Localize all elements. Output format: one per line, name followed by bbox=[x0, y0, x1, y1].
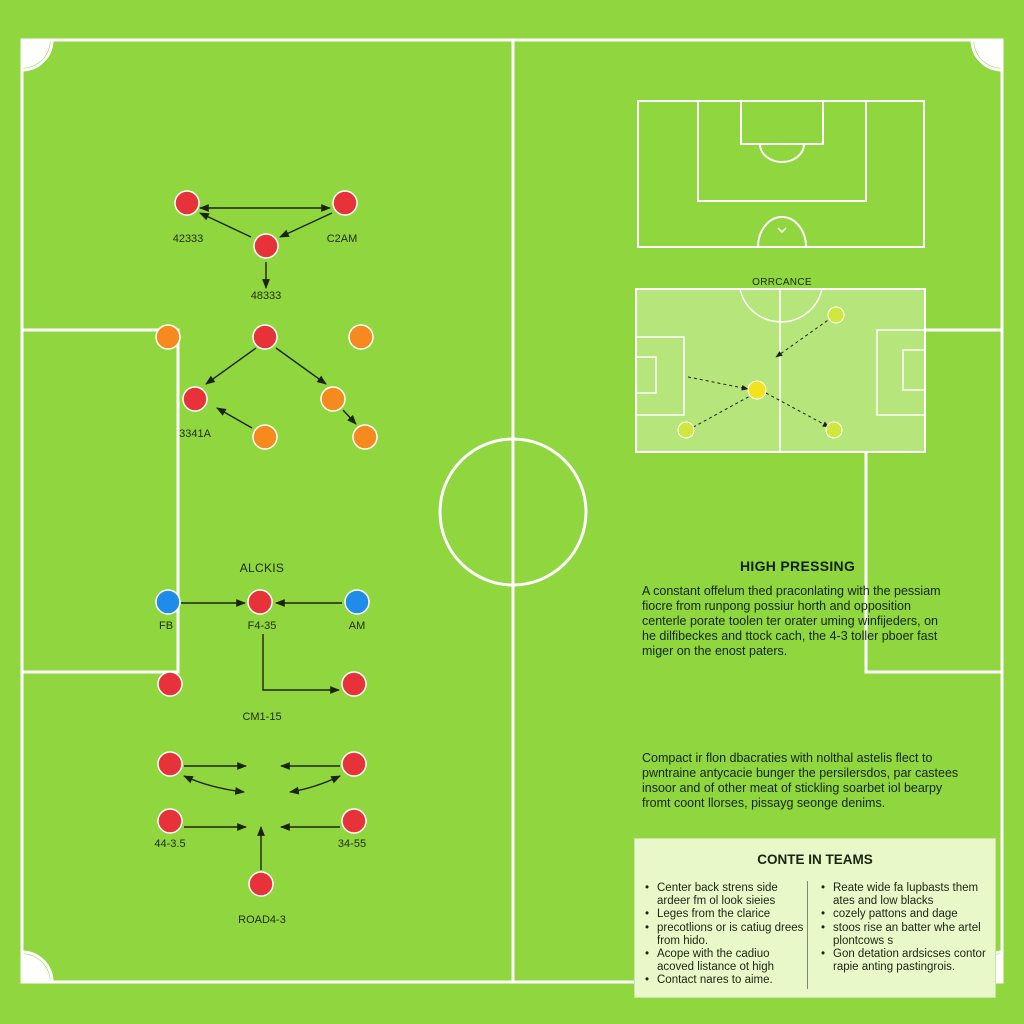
teams-info-box: CONTE IN TEAMS •Center back strens side … bbox=[634, 838, 996, 998]
tactics-inset-passes bbox=[687, 317, 832, 431]
formation-label: CM1-15 bbox=[242, 711, 282, 723]
player-marker bbox=[182, 386, 208, 412]
list-item: •Acope with the cadiuo acoved listance o… bbox=[645, 948, 774, 974]
teams-right-list: •Reate wide fa lupbasts them ates and lo… bbox=[821, 882, 991, 974]
center-circle bbox=[438, 437, 588, 587]
player-marker bbox=[157, 671, 183, 697]
list-item: •Reate wide fa lupbasts them ates and lo… bbox=[821, 882, 979, 908]
inset-player bbox=[825, 421, 843, 439]
player-marker bbox=[341, 751, 367, 777]
movement-arrows bbox=[181, 204, 357, 870]
player-marker bbox=[320, 386, 346, 412]
players bbox=[155, 190, 378, 897]
teams-left-list: •Center back strens side ardeer fm ol lo… bbox=[645, 882, 805, 988]
inset-player bbox=[677, 421, 695, 439]
player-marker bbox=[341, 808, 367, 834]
compact-paragraph: Compact ir flon dbacraties with nolthal … bbox=[642, 751, 959, 810]
left-penalty-area bbox=[22, 328, 180, 674]
list-item: •Gon detation ardsicses contor rapie ant… bbox=[821, 948, 986, 974]
player-marker bbox=[155, 589, 181, 615]
player-marker bbox=[348, 324, 374, 350]
pitch-lines bbox=[20, 38, 1004, 984]
section-title-inset: ORRCANCE bbox=[752, 277, 812, 288]
list-item: •cozely pattons and dage bbox=[821, 908, 958, 921]
formation-label: 34-55 bbox=[337, 838, 367, 850]
list-item: •precotlions or is catiug drees from hid… bbox=[645, 921, 804, 947]
player-marker bbox=[344, 589, 370, 615]
half-pitch-inset-spot bbox=[777, 227, 787, 234]
inset-player bbox=[827, 306, 845, 324]
corner-arc-tr bbox=[970, 39, 1003, 72]
right-penalty-area bbox=[864, 328, 1002, 674]
formation-label: 48333 bbox=[250, 290, 282, 302]
formation-label: ROAD4-3 bbox=[238, 914, 286, 926]
formation-label: F4-35 bbox=[247, 620, 277, 632]
player-marker bbox=[352, 424, 378, 450]
formation-label: 3341A bbox=[179, 428, 211, 440]
player-marker bbox=[332, 190, 358, 216]
high-pressing-paragraph: A constant offelum thed praconlating wit… bbox=[642, 584, 941, 658]
teams-box-divider bbox=[807, 881, 808, 989]
section-title-attack: ALCKIS bbox=[239, 561, 285, 575]
half-pitch-inset bbox=[637, 100, 925, 248]
player-marker bbox=[155, 324, 181, 350]
player-marker bbox=[253, 233, 279, 259]
corner-arc-bl bbox=[21, 950, 54, 983]
list-item: •stoos rise an batter whe artel plontcow… bbox=[821, 921, 981, 947]
list-item: •Contact nares to aime. bbox=[645, 974, 773, 987]
tactics-inset bbox=[635, 288, 926, 453]
player-marker bbox=[157, 751, 183, 777]
player-marker bbox=[247, 589, 273, 615]
player-marker bbox=[157, 808, 183, 834]
player-marker bbox=[341, 671, 367, 697]
player-marker bbox=[174, 190, 200, 216]
formation-label: 42333 bbox=[172, 233, 204, 245]
formation-label: AM bbox=[348, 620, 366, 632]
player-marker bbox=[252, 424, 278, 450]
formation-label: C2AM bbox=[326, 233, 358, 245]
list-item: •Center back strens side ardeer fm ol lo… bbox=[645, 882, 778, 908]
list-item: •Leges from the clarice bbox=[645, 908, 771, 921]
inset-player bbox=[747, 380, 767, 400]
player-marker bbox=[248, 871, 274, 897]
player-marker bbox=[252, 324, 278, 350]
corner-arc-tl bbox=[21, 39, 54, 72]
teams-box-title: CONTE IN TEAMS bbox=[757, 852, 873, 867]
formation-label: FB bbox=[158, 620, 174, 632]
high-pressing-title: HIGH PRESSING bbox=[740, 558, 856, 574]
formation-label: 44-3.5 bbox=[154, 838, 186, 850]
